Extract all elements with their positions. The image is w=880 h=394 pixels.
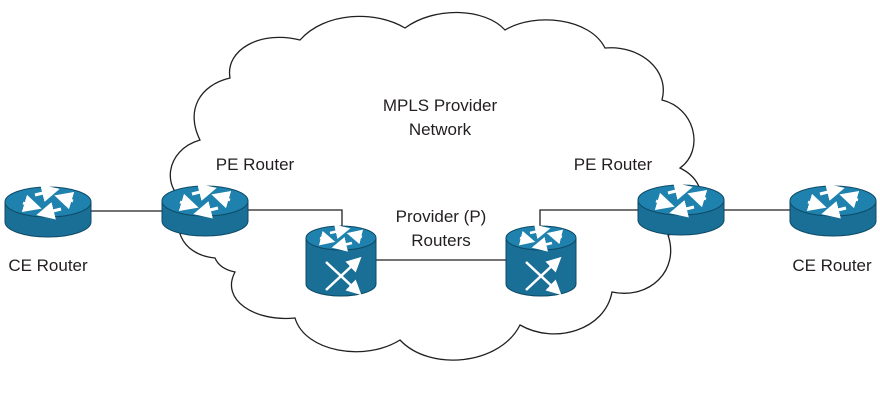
ce-router-right-icon	[789, 183, 877, 237]
pe-router-left-icon	[161, 183, 249, 237]
cloud-title-line2: Network	[408, 120, 472, 139]
mpls-cloud	[169, 11, 703, 361]
cloud-title-line1: MPLS Provider	[382, 96, 498, 115]
p-router-left-icon	[305, 224, 377, 297]
p-routers-label-line2: Routers	[411, 231, 471, 250]
links	[90, 209, 792, 261]
ce-router-left-label: CE Router	[8, 256, 88, 275]
p-router-right-icon	[505, 224, 577, 297]
pe-router-left-label: PE Router	[215, 155, 295, 174]
link-p-pe-right	[539, 209, 638, 230]
pe-router-right-label: PE Router	[573, 155, 653, 174]
ce-router-right-label: CE Router	[792, 256, 872, 275]
p-routers-label-line1: Provider (P)	[395, 207, 487, 226]
ce-router-left-icon	[4, 184, 92, 238]
pe-router-right-icon	[637, 182, 725, 236]
link-pe-p-left	[248, 209, 343, 230]
